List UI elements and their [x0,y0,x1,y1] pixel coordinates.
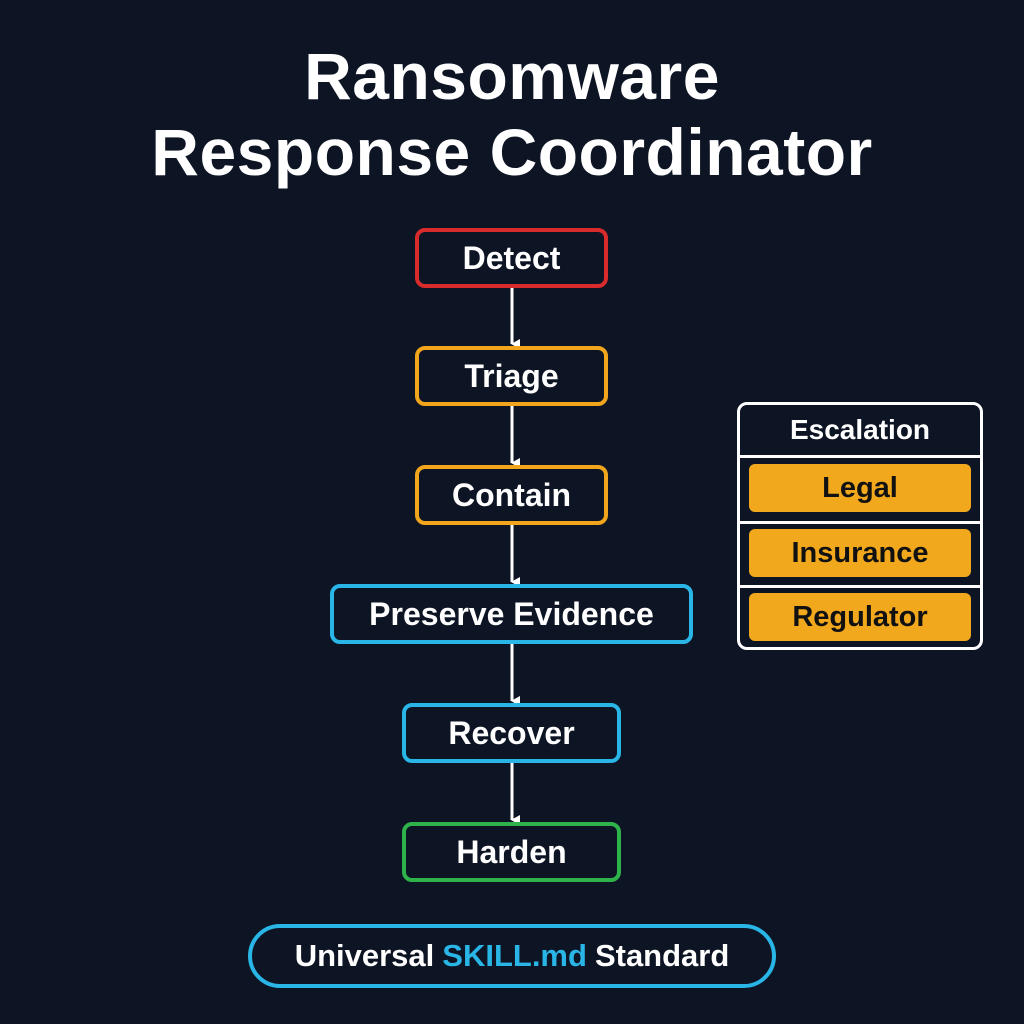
flow-step-triage: Triage [415,346,608,406]
flow-step-label: Recover [448,714,575,751]
standard-badge: Universal SKILL.md Standard [248,924,776,988]
escalation-item-label: Insurance [791,536,929,569]
title-line-2: Response Coordinator [151,115,873,189]
flow-step-detect: Detect [415,228,608,288]
flow-step-preserve-evidence: Preserve Evidence [330,584,693,644]
panel-divider [740,585,980,588]
standard-badge-part-2: Standard [594,938,730,973]
panel-divider [740,455,980,458]
escalation-item-insurance: Insurance [749,529,971,577]
flow-step-harden: Harden [402,822,621,882]
escalation-item-label: Regulator [792,600,928,633]
flow-step-recover: Recover [402,703,621,763]
escalation-title: Escalation [789,414,931,445]
flow-step-label: Triage [464,357,559,394]
escalation-item-label: Legal [822,471,898,504]
standard-badge-accent: SKILL.md [442,938,587,973]
title-line-1: Ransomware [304,39,720,113]
escalation-item-legal: Legal [749,464,971,512]
flow-step-label: Detect [462,239,561,276]
standard-badge-part-1: Universal [294,938,435,973]
flow-step-contain: Contain [415,465,608,525]
page-title: Ransomware Response Coordinator [0,38,1024,190]
flow-step-label: Harden [456,833,567,870]
flow-step-label: Contain [451,476,572,513]
escalation-panel: Escalation Legal Insurance Regulator [737,402,983,650]
escalation-item-regulator: Regulator [749,593,971,641]
flow-step-label: Preserve Evidence [369,595,654,632]
panel-divider [740,521,980,524]
